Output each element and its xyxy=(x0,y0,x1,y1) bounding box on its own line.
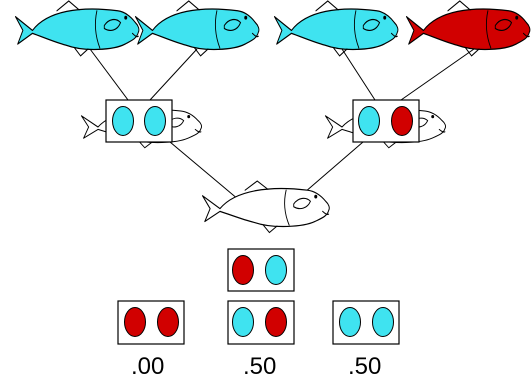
probability-label: .50 xyxy=(348,353,381,380)
allele-oval xyxy=(144,106,166,136)
link-gp4-parent2 xyxy=(400,48,475,101)
probability-label: .00 xyxy=(131,353,164,380)
allele-oval xyxy=(391,106,413,136)
grandparent-fish-4 xyxy=(405,0,531,57)
allele-oval xyxy=(358,106,380,136)
allele-oval xyxy=(232,307,254,337)
grandparent-fish-3 xyxy=(273,0,399,57)
grandparent-generation xyxy=(14,0,531,57)
outcome-cyan-red: .50 xyxy=(227,300,295,380)
allele-oval xyxy=(112,106,134,136)
genotype-outcomes: .00 .50 .50 xyxy=(117,248,400,380)
allele-oval xyxy=(265,255,287,285)
offspring-fish xyxy=(201,180,330,234)
allele-oval xyxy=(157,307,179,337)
link-gp3-parent2 xyxy=(341,48,376,101)
parent-1 xyxy=(80,99,203,149)
parent-2 xyxy=(324,99,447,149)
outcome-red-red: .00 xyxy=(117,300,185,380)
grandparent-fish-1 xyxy=(14,0,140,57)
parent-generation xyxy=(80,99,447,149)
allele-oval xyxy=(124,307,146,337)
probability-label: .50 xyxy=(243,353,276,380)
outcome-red-cyan xyxy=(227,248,295,292)
grandparent-fish-2 xyxy=(134,0,260,57)
offspring-generation xyxy=(201,180,330,234)
outcome-cyan-cyan: .50 xyxy=(332,300,400,380)
link-gp1-parent1 xyxy=(89,48,129,101)
allele-oval xyxy=(232,255,254,285)
pedigree-links xyxy=(89,48,475,206)
allele-oval xyxy=(339,307,361,337)
link-parent1-offspring xyxy=(169,141,246,206)
link-gp2-parent1 xyxy=(149,48,198,101)
allele-oval xyxy=(372,307,394,337)
allele-oval xyxy=(265,307,287,337)
